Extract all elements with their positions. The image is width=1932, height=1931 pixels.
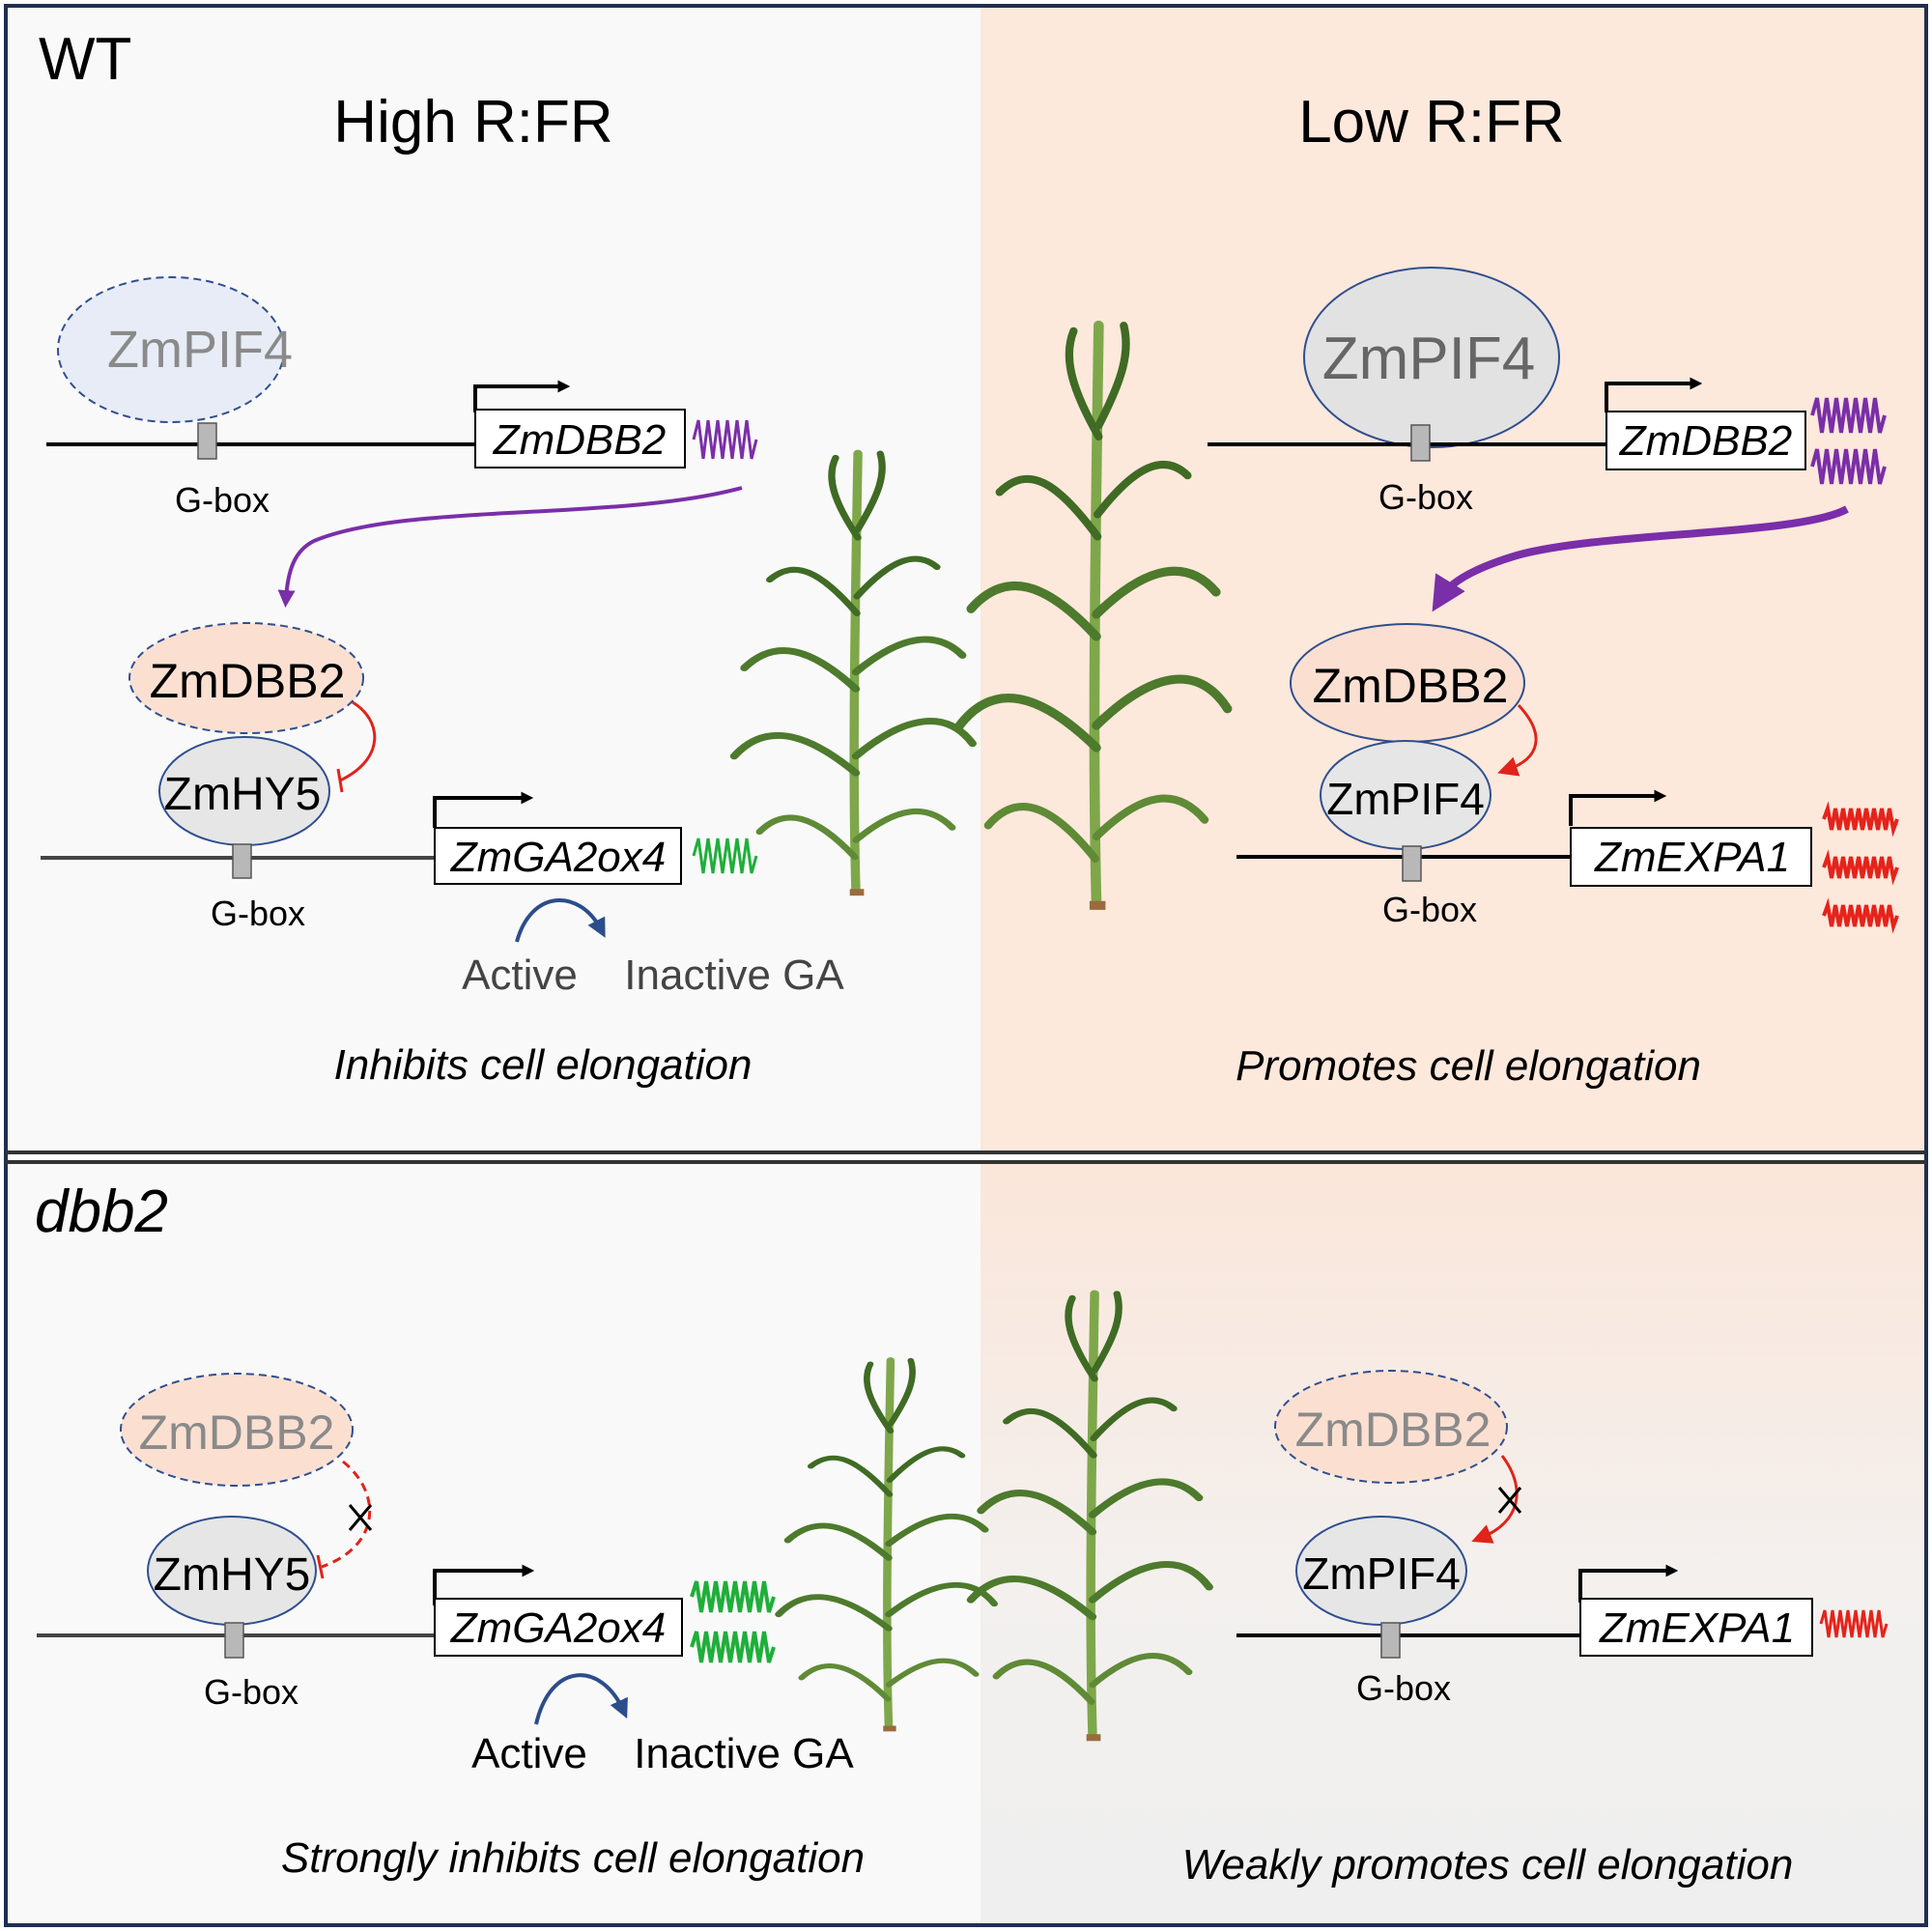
wt-high-pif4-ellipse bbox=[57, 276, 285, 423]
dbb2-high-ga2ox4-transcript-2 bbox=[690, 1631, 776, 1663]
wt-low-gbox-2 bbox=[1402, 845, 1422, 882]
wt-low-pif4-b-label: ZmPIF4 bbox=[1326, 774, 1485, 824]
dbb2-high-ga2ox4-promoter-arrow bbox=[433, 1564, 535, 1605]
wt-high-gbox-1-label: G-box bbox=[175, 480, 270, 520]
wt-high-dbb2-promoter-arrow bbox=[473, 380, 571, 412]
wt-high-inhibition-bar bbox=[336, 768, 344, 793]
wt-high-ga2ox4-promoter-arrow bbox=[433, 791, 534, 828]
wt-low-gbox-1 bbox=[1410, 424, 1431, 462]
dbb2-low-expa1-promoter-arrow bbox=[1578, 1564, 1679, 1603]
wt-high-translation-arrow bbox=[277, 486, 743, 608]
dbb2-low-dbb2-ellipse bbox=[1274, 1370, 1508, 1484]
wt-low-expa1-transcript-2 bbox=[1822, 849, 1899, 886]
dbb2-high-ga2ox4-gene-label: ZmGA2ox4 bbox=[450, 1604, 667, 1652]
dbb2-high-block-cross bbox=[348, 1504, 373, 1531]
wt-low-outcome: Promotes cell elongation bbox=[1236, 1042, 1701, 1090]
dbb2-high-ga-conversion-arrow bbox=[534, 1673, 628, 1725]
wt-low-gbox-2-label: G-box bbox=[1382, 890, 1477, 929]
dbb2-low-expa1-gene-box bbox=[1579, 1598, 1813, 1657]
wt-low-promotion-arrow bbox=[1497, 703, 1538, 777]
dbb2-low-outcome: Weakly promotes cell elongation bbox=[1182, 1841, 1794, 1888]
dbb2-high-dbb2-ellipse bbox=[120, 1373, 354, 1487]
dbb2-high-gbox bbox=[224, 1622, 244, 1659]
wt-low-dbb2-transcript-2 bbox=[1810, 448, 1887, 485]
wt-low-translation-arrow bbox=[1432, 505, 1849, 612]
wt-low-expa1-transcript-3 bbox=[1822, 897, 1899, 934]
wt-high-active-ga-label: Active bbox=[462, 951, 578, 999]
wt-high-inhibition-line bbox=[339, 700, 377, 782]
dbb2-high-hy5-label: ZmHY5 bbox=[154, 1549, 311, 1601]
dbb2-low-dbb2-label: ZmDBB2 bbox=[1295, 1403, 1492, 1457]
wt-high-inactive-ga-label: Inactive GA bbox=[624, 951, 844, 999]
dbb2-high-inhibition-bar bbox=[316, 1554, 325, 1579]
dbb2-low-promotion-arrow bbox=[1471, 1455, 1519, 1544]
wt-high-gbox-2 bbox=[232, 843, 252, 879]
wt-low-dbb2-label: ZmDBB2 bbox=[1313, 659, 1509, 713]
dbb2-high-ga2ox4-gene-box bbox=[434, 1598, 683, 1657]
dbb2-high-ga2ox4-transcript-1 bbox=[690, 1580, 776, 1613]
wt-high-dbb2-label: ZmDBB2 bbox=[150, 654, 346, 708]
dbb2-high-inhibition-line bbox=[321, 1460, 372, 1569]
wt-low-expa1-promoter-arrow bbox=[1569, 789, 1667, 826]
low-rfr-header: Low R:FR bbox=[1298, 89, 1565, 156]
dbb2-low-block-cross bbox=[1497, 1487, 1522, 1514]
wt-high-ga2ox4-gene-box bbox=[434, 827, 682, 885]
wt-high-outcome: Inhibits cell elongation bbox=[334, 1041, 753, 1089]
dbb2-high-active-ga-label: Active bbox=[471, 1730, 587, 1777]
wt-low-dbb2-gene-box bbox=[1605, 411, 1806, 470]
wt-high-pif4-label: ZmPIF4 bbox=[107, 321, 293, 379]
dbb2-low-gbox bbox=[1380, 1622, 1401, 1659]
dbb2-panel-label: dbb2 bbox=[35, 1178, 168, 1245]
dbb2-high-dbb2-label: ZmDBB2 bbox=[139, 1406, 335, 1460]
dbb2-low-expa1-gene-label: ZmEXPA1 bbox=[1599, 1604, 1795, 1652]
wt-low-dbb2-promoter-arrow bbox=[1605, 377, 1703, 412]
dbb2-high-background bbox=[8, 1161, 980, 1923]
wt-low-expa1-transcript-1 bbox=[1822, 801, 1899, 838]
wt-high-dbb2-transcript bbox=[692, 419, 758, 460]
dbb2-low-pif4-label: ZmPIF4 bbox=[1302, 1548, 1461, 1599]
wt-high-dbb2-gene-label: ZmDBB2 bbox=[493, 416, 666, 464]
wt-high-gbox-2-label: G-box bbox=[211, 894, 305, 933]
high-rfr-header: High R:FR bbox=[333, 89, 612, 156]
wt-low-pif4-label: ZmPIF4 bbox=[1322, 326, 1535, 392]
wt-low-expa1-gene-label: ZmEXPA1 bbox=[1594, 834, 1790, 881]
wt-low-gbox-1-label: G-box bbox=[1378, 477, 1473, 517]
wt-high-dbb2-ellipse bbox=[128, 622, 364, 734]
wt-panel-label: WT bbox=[39, 26, 131, 93]
dbb2-low-gbox-label: G-box bbox=[1356, 1668, 1451, 1708]
wt-high-ga2ox4-transcript bbox=[692, 838, 758, 874]
wt-low-dbb2-gene-label: ZmDBB2 bbox=[1619, 417, 1792, 465]
wt-low-dbb2-transcript-1 bbox=[1810, 397, 1887, 434]
outer-frame bbox=[4, 4, 1928, 1927]
wt-high-dbb2-gene-box bbox=[474, 409, 686, 469]
wt-low-pif4-ellipse bbox=[1303, 267, 1560, 448]
dbb2-high-gbox-label: G-box bbox=[204, 1672, 298, 1712]
dbb2-low-expa1-transcript bbox=[1819, 1609, 1889, 1638]
wt-high-ga-conversion-arrow bbox=[515, 897, 606, 943]
wt-high-hy5-label: ZmHY5 bbox=[164, 769, 322, 820]
dbb2-high-outcome: Strongly inhibits cell elongation bbox=[281, 1834, 865, 1882]
wt-high-ga2ox4-gene-label: ZmGA2ox4 bbox=[450, 834, 667, 881]
wt-low-expa1-gene-box bbox=[1570, 827, 1812, 887]
wt-high-gbox-1 bbox=[197, 422, 217, 460]
dbb2-high-inactive-ga-label: Inactive GA bbox=[634, 1730, 854, 1777]
